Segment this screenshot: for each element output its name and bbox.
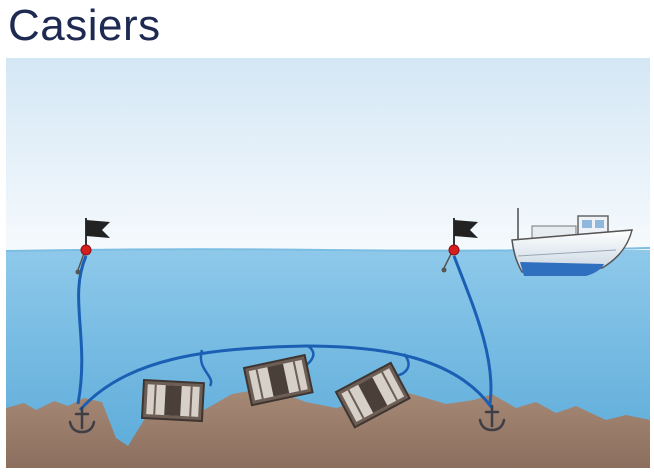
- boat-icon: [511, 208, 633, 276]
- buoy-marker-left: [75, 218, 110, 275]
- buoy-icon: [448, 244, 460, 256]
- sky: [6, 58, 650, 254]
- groundline: [78, 344, 494, 411]
- snood-1: [199, 349, 213, 387]
- trap-icon: [140, 378, 205, 423]
- anchor-icon: [478, 404, 506, 432]
- buoy-marker-right: [441, 218, 478, 273]
- buoy-line-left: [76, 255, 88, 405]
- buoy-icon: [80, 244, 92, 256]
- flag-icon: [454, 220, 478, 238]
- anchor-icon: [68, 406, 96, 434]
- pot-fishing-illustration: [6, 58, 650, 468]
- flag-icon: [86, 220, 110, 238]
- trap-icon: [334, 361, 411, 429]
- trap-icon: [242, 353, 314, 407]
- page-title: Casiers: [8, 1, 161, 50]
- buoy-line-right: [452, 255, 493, 405]
